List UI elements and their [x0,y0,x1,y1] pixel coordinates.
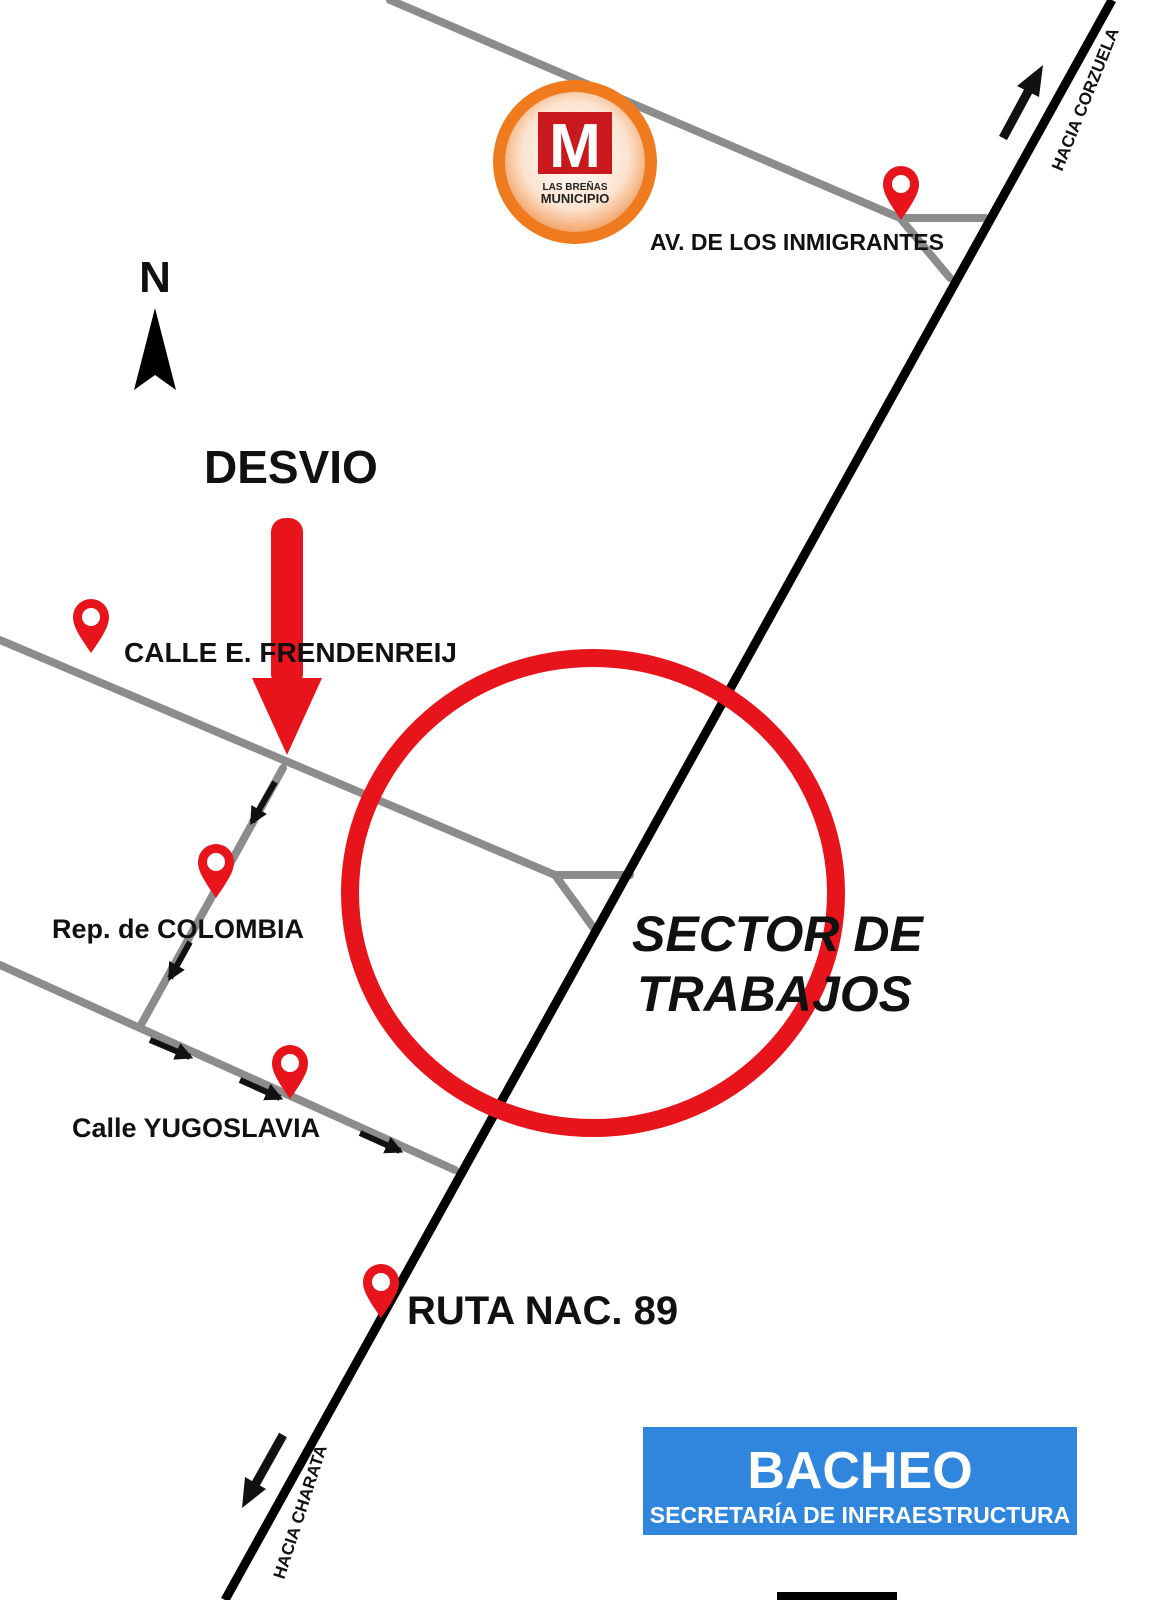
map-pin-icon [272,1045,308,1099]
street-inmigrantes-junction [896,214,989,282]
bacheo-banner: BACHEO SECRETARÍA DE INFRAESTRUCTURA [643,1427,1077,1535]
direction-arrow-icon [999,65,1043,141]
north-arrow-icon [134,308,176,390]
label-sector-line2: TRABAJOS [637,966,912,1022]
banner-subtitle: SECRETARÍA DE INFRAESTRUCTURA [650,1501,1070,1528]
label-calle-yugoslavia: Calle YUGOSLAVIA [72,1113,320,1143]
label-av-inmigrantes: AV. DE LOS INMIGRANTES [650,229,944,255]
bottom-bar [777,1592,897,1600]
route-nac-89 [221,0,1116,1600]
street-frendenreij [0,636,559,879]
work-zone-circle [341,649,845,1137]
logo-line2: MUNICIPIO [541,191,610,206]
street-yugoslavia [0,961,459,1174]
label-sector-line1: SECTOR DE [632,906,924,962]
map-pin-icon [363,1264,399,1318]
direction-arrow-icon [242,1432,287,1508]
label-calle-frendenreij: CALLE E. FRENDENREIJ [124,637,457,668]
direction-arrow-icon [238,1077,284,1101]
label-rep-colombia: Rep. de COLOMBIA [52,914,304,944]
map-pin-icon [73,599,109,653]
street-av-inmigrantes [386,0,904,222]
direction-arrow-icon [167,940,193,982]
label-ruta-nac-89: RUTA NAC. 89 [407,1289,678,1333]
logo-letter: M [549,112,601,181]
map-pin-icon [198,844,234,898]
street-frendenreij-junction [551,871,634,934]
banner-title: BACHEO [747,1442,972,1500]
logo-line1: LAS BREÑAS [542,180,607,193]
compass-label: N [139,253,171,302]
detour-arrow-icon [252,518,322,755]
map-pin-icon [883,166,919,220]
label-desvio: DESVIO [204,441,378,493]
route-direction-arrows [242,65,1043,1508]
pins [73,166,919,1318]
municipio-logo: M LAS BREÑAS MUNICIPIO [493,80,657,244]
direction-arrow-icon [249,780,278,826]
direction-arrow-icon [358,1130,404,1154]
direction-arrow-icon [148,1037,194,1060]
detour-route-arrows [148,780,404,1154]
